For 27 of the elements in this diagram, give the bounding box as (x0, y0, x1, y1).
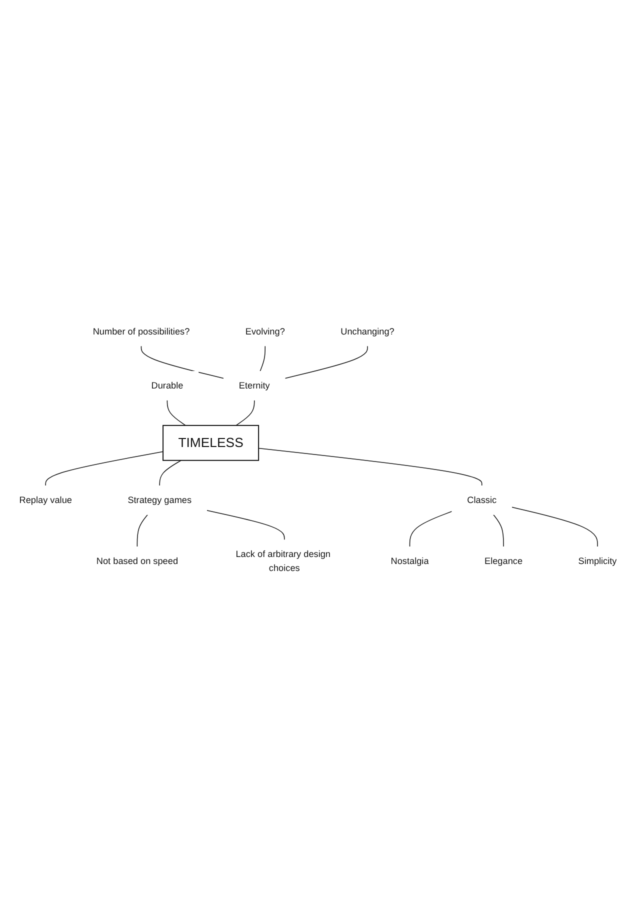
node-text: Classic (467, 495, 497, 506)
node-text: Simplicity (578, 556, 617, 566)
connector (45, 452, 164, 486)
node-text: Nostalgia (390, 556, 429, 566)
connector (206, 510, 285, 541)
node-text: Elegance (484, 556, 523, 566)
node-text: Lack of arbitrary design choices (236, 549, 331, 574)
node-text: Evolving? (245, 326, 285, 337)
connector (236, 400, 255, 426)
node-text: Not based on speed (96, 556, 178, 566)
connector (511, 507, 598, 548)
connector (166, 400, 186, 426)
connector (159, 460, 182, 486)
node-text: Unchanging? (340, 326, 394, 337)
connector (409, 511, 452, 548)
connector (258, 448, 482, 486)
node-text: Replay value (19, 495, 72, 506)
connector (284, 346, 368, 379)
node-text: Strategy games (128, 495, 192, 506)
connector (140, 346, 224, 379)
node-text: Durable (151, 380, 184, 391)
connector (493, 514, 504, 548)
connector (136, 514, 148, 548)
connector (260, 346, 266, 372)
node-text: Number of possibilities? (92, 326, 190, 337)
node-box: TIMELESS (162, 425, 260, 462)
node-text: Eternity (238, 380, 270, 391)
